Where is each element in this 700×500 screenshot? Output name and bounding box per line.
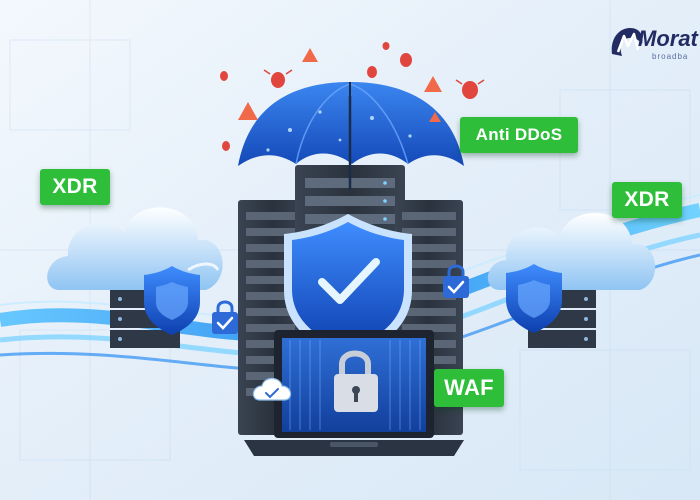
warning-icon (302, 48, 318, 62)
padlock-icon (334, 350, 378, 412)
threat-icons (220, 42, 485, 151)
logo-wordmark: Morat (638, 26, 698, 51)
logo-tagline: broadba (652, 52, 689, 61)
bug-icon (367, 66, 377, 78)
bug-icon (220, 71, 228, 81)
warning-icon (429, 112, 441, 122)
umbrella-icon (238, 82, 464, 190)
bug-icon (400, 53, 412, 67)
lock-check-icon (443, 264, 469, 298)
brand-logo: Morat broadba (608, 22, 700, 66)
cloud-server-right (487, 212, 656, 348)
bug-icon (263, 69, 293, 88)
xdr-label-left: XDR (40, 169, 110, 205)
bug-icon (455, 79, 485, 99)
shield-icon (144, 266, 200, 335)
shield-icon (506, 264, 562, 333)
xdr-label-right: XDR (612, 182, 682, 218)
cloud-check-icon (252, 377, 292, 401)
anti-ddos-label: Anti DDoS (460, 117, 578, 153)
logo-mark-icon (611, 28, 643, 56)
lock-check-icon (212, 300, 238, 334)
bug-icon (382, 42, 390, 50)
cloud-server-left (47, 207, 223, 348)
bug-icon (222, 141, 230, 151)
waf-label: WAF (434, 369, 504, 407)
warning-icon (238, 102, 258, 120)
security-shield-icon (284, 214, 412, 360)
warning-icon (424, 76, 442, 92)
